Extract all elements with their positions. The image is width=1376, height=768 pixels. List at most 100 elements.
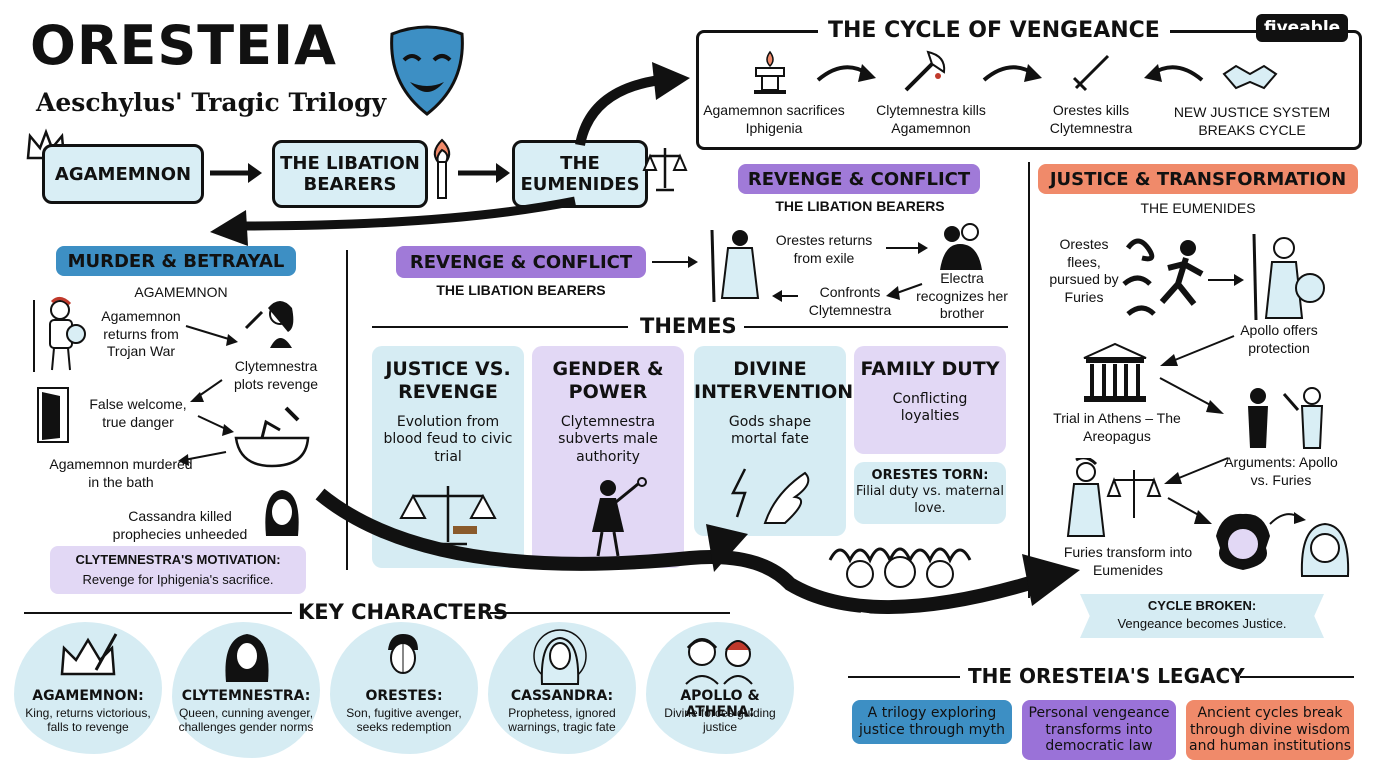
section-play-revenge-mid: THE LIBATION BEARERS (436, 282, 606, 298)
arrow-right-icon (1269, 512, 1306, 525)
apollo-icon (1252, 233, 1325, 321)
cycle-step-2: Clytemnestra kills Agamemnon (876, 102, 986, 136)
arrow-up-icon (772, 290, 798, 302)
scales-icon (642, 148, 688, 192)
justice-event-5: Furies transform into Eumenides (1063, 544, 1193, 578)
motivation-text: Revenge for Iphigenia's sacrifice. (82, 572, 274, 587)
character-name: CLYTEMNESTRA: (181, 688, 311, 704)
murder-event-5: Cassandra killed prophecies unheeded (112, 508, 248, 542)
themes-rule-left (372, 326, 628, 328)
cycle-broken-banner (1080, 594, 1324, 638)
legacy-rule-left (848, 676, 960, 678)
arrow-left-icon (1144, 64, 1204, 82)
section-play-revenge-top: THE LIBATION BEARERS (775, 198, 945, 214)
legacy-card-1: A trilogy exploring justice through myth (852, 700, 1012, 744)
crown-sword-icon (60, 633, 118, 676)
murder-event-4: Agamemnon murdered in the bath (49, 456, 193, 490)
axe-icon (904, 50, 946, 92)
furies-arrow (315, 488, 1080, 615)
torch-icon (433, 138, 451, 199)
revenge-event-3: Confronts Clytemnestra (808, 284, 892, 318)
legacy-title: THE ORESTEIA'S LEGACY (968, 664, 1245, 688)
section-tag-murder: MURDER & BETRAYAL (56, 246, 296, 276)
woman-dagger-icon (244, 301, 294, 348)
theme-title: DIVINE INTERVENTION (694, 358, 854, 403)
divider-left (346, 250, 348, 570)
embrace-icon (940, 223, 982, 270)
arguing-figures-icon (1248, 387, 1324, 449)
theme-card-gender: GENDER & POWER Clytemnestra subverts mal… (532, 346, 684, 568)
section-play-justice: THE EUMENIDES (1140, 200, 1256, 216)
theater-mask-icon (390, 25, 464, 116)
warrior-icon (33, 297, 86, 372)
arrow-left-icon (886, 283, 923, 300)
athena-scales-icon (1066, 458, 1162, 537)
cycle-step-3: Orestes kills Clytemnestra (1049, 102, 1133, 136)
orestes-portrait-icon (388, 634, 418, 674)
page-title: ORESTEIA (30, 14, 337, 77)
page-subtitle: Aeschylus' Tragic Trilogy (36, 88, 387, 117)
murder-event-1: Agamemnon returns from Trojan War (101, 308, 181, 359)
clytemnestra-portrait-icon (225, 634, 269, 682)
character-name: AGAMEMNON: (32, 688, 144, 704)
orestes-staff-icon (710, 229, 760, 303)
justice-event-3: Trial in Athens – The Areopagus (1053, 410, 1181, 444)
theme-title: GENDER & POWER (552, 358, 664, 403)
legacy-card-3: Ancient cycles break through divine wisd… (1186, 700, 1354, 760)
arrow-right-icon (652, 256, 698, 268)
arrow-right-icon (458, 163, 510, 183)
arrow-right-icon (1167, 497, 1212, 524)
theme-text: Gods shape mortal fate (728, 413, 812, 448)
orestes-torn-title: ORESTES TORN: (871, 468, 989, 483)
divine-hand-icon (730, 468, 810, 524)
motivation-box (50, 546, 306, 594)
return-arrow (210, 196, 576, 246)
characters-rule-left (24, 612, 292, 614)
fury-face-icon (1213, 513, 1273, 570)
justice-event-1: Orestes flees, pursued by Furies (1049, 236, 1119, 305)
orestes-torn-card: ORESTES TORN: Filial duty vs. maternal l… (854, 462, 1006, 524)
apollo-athena-portrait-icon (685, 638, 753, 685)
cassandra-portrait-icon (533, 629, 587, 685)
character-name: ORESTES: (365, 688, 443, 704)
themes-rule-right (744, 326, 1008, 328)
section-tag-justice: JUSTICE & TRANSFORMATION (1038, 164, 1358, 194)
revenge-event-2: Electra recognizes her brother (916, 270, 1008, 321)
theme-text: Clytemnestra subverts male authority (558, 413, 658, 465)
cycle-broken-title: CYCLE BROKEN: (1147, 598, 1257, 613)
character-desc: Divine forces guiding justice (664, 706, 776, 735)
theme-card-family: FAMILY DUTY Conflicting loyalties (854, 346, 1006, 454)
characters-rule-right (490, 612, 730, 614)
murder-event-3: False welcome, true danger (89, 396, 187, 430)
fleeing-figure-icon (1122, 238, 1204, 316)
play-box-agamemnon: AGAMEMNON (42, 144, 204, 204)
cycle-arrow (575, 62, 690, 147)
broken-chain-icon (592, 477, 647, 557)
scales-gavel-icon (399, 486, 497, 546)
eumenides-face-icon (1300, 522, 1350, 577)
arrow-right-icon (982, 64, 1042, 82)
cycle-step-1: Agamemnon sacrifices Iphigenia (703, 102, 845, 136)
cycle-step-4: NEW JUSTICE SYSTEM BREAKS CYCLE (1173, 104, 1331, 138)
sword-icon (1072, 54, 1110, 92)
character-name: APOLLO & ATHENA: (680, 688, 760, 720)
character-name: CASSANDRA: (510, 688, 614, 704)
justice-event-4: Arguments: Apollo vs. Furies (1224, 454, 1338, 488)
character-desc: Prophetess, ignored warnings, tragic fat… (508, 706, 616, 735)
themes-title: THEMES (640, 314, 737, 338)
door-icon (37, 387, 69, 443)
theme-title: FAMILY DUTY (860, 358, 1000, 380)
revenge-event-1: Orestes returns from exile (775, 232, 873, 266)
arrow-left-icon (1164, 457, 1229, 484)
play-box-libation-bearers: THE LIBATION BEARERS (272, 140, 428, 208)
altar-icon (754, 50, 786, 94)
arrow-right-icon (1159, 377, 1224, 414)
motivation-title: CLYTEMNESTRA'S MOTIVATION: (75, 552, 281, 567)
arrow-right-icon (886, 242, 928, 254)
bathtub-icon (234, 406, 310, 468)
arrow-right-icon (1208, 274, 1244, 286)
theme-title: JUSTICE VS. REVENGE (385, 358, 511, 403)
arrow-left-icon (1160, 335, 1235, 366)
character-desc: Son, fugitive avenger, seeks redemption (346, 706, 462, 735)
theme-text: Conflicting loyalties (892, 390, 968, 425)
